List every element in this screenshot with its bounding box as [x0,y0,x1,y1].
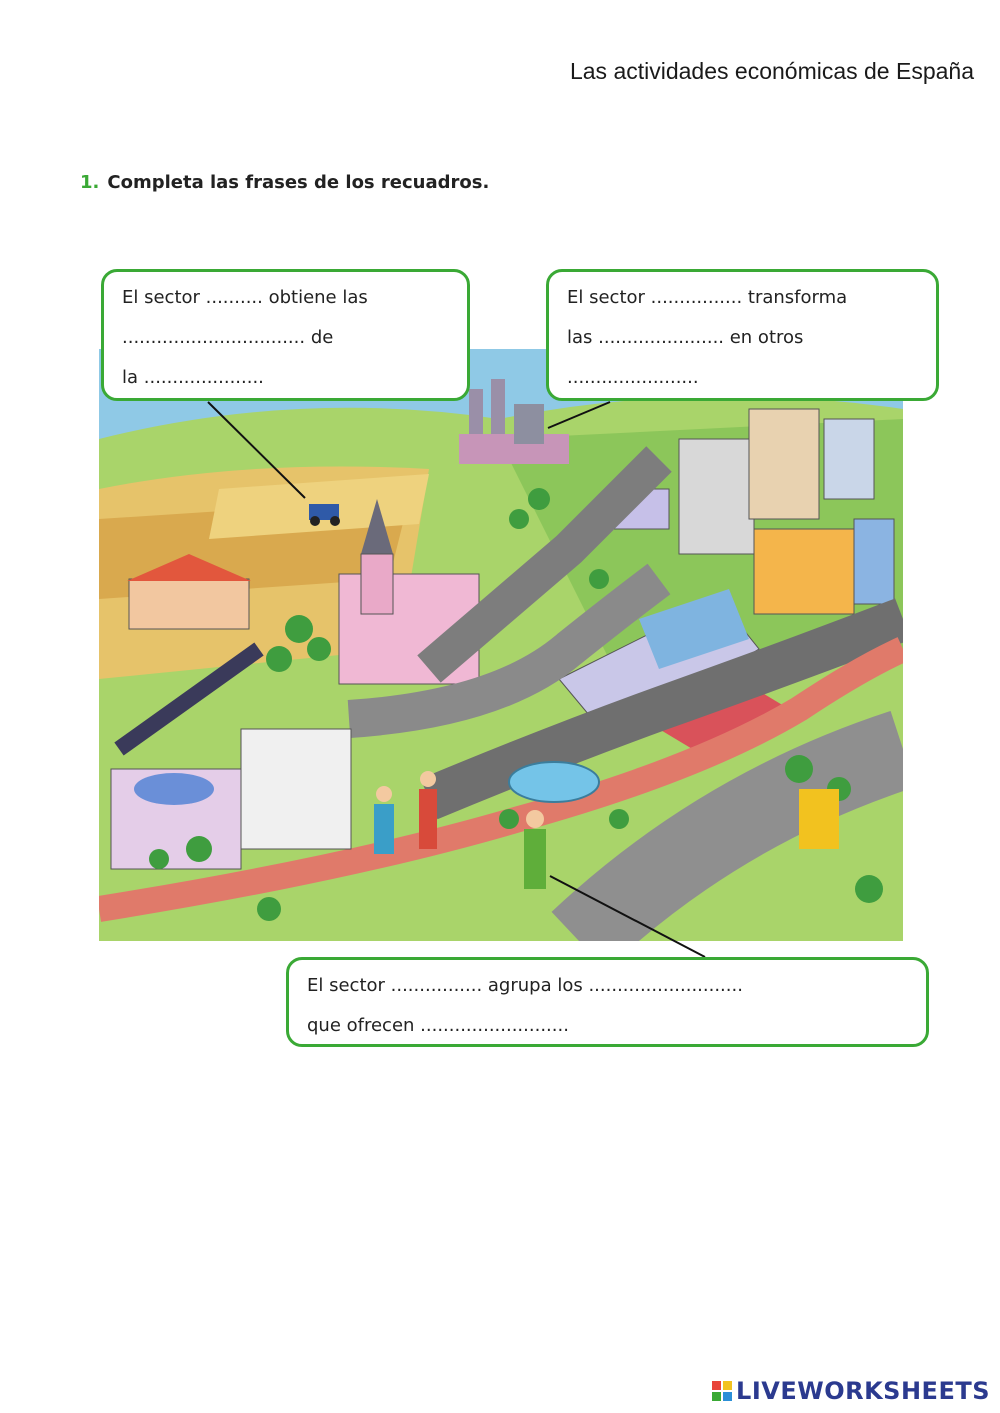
box-line: la ..................... [122,367,264,388]
liveworksheets-icon [712,1381,733,1401]
document-title: Las actividades económicas de España [569,58,974,84]
box-line: las ...................... en otros [567,327,804,348]
sentence-box-secondary-sector: El sector ................ transforma la… [546,269,939,401]
city-illustration [99,349,903,941]
box-line: El sector ................ agrupa los ..… [307,975,743,996]
sentence-box-primary-sector: El sector .......... obtiene las .......… [101,269,470,401]
exercise-text: Completa las frases de los recuadros. [107,172,490,193]
liveworksheets-logo: LIVEWORKSHEETS [712,1377,990,1405]
box-line: ................................ de [122,327,334,348]
brand-name: LIVEWORKSHEETS [736,1377,990,1405]
box-line: El sector .......... obtiene las [122,287,368,308]
box-line: ....................... [567,367,699,388]
box-line: que ofrecen .......................... [307,1015,569,1036]
sentence-box-tertiary-sector: El sector ................ agrupa los ..… [286,957,929,1047]
exercise-number: 1. [80,172,100,193]
exercise-instruction: 1. Completa las frases de los recuadros. [80,172,489,193]
box-line: El sector ................ transforma [567,287,848,308]
